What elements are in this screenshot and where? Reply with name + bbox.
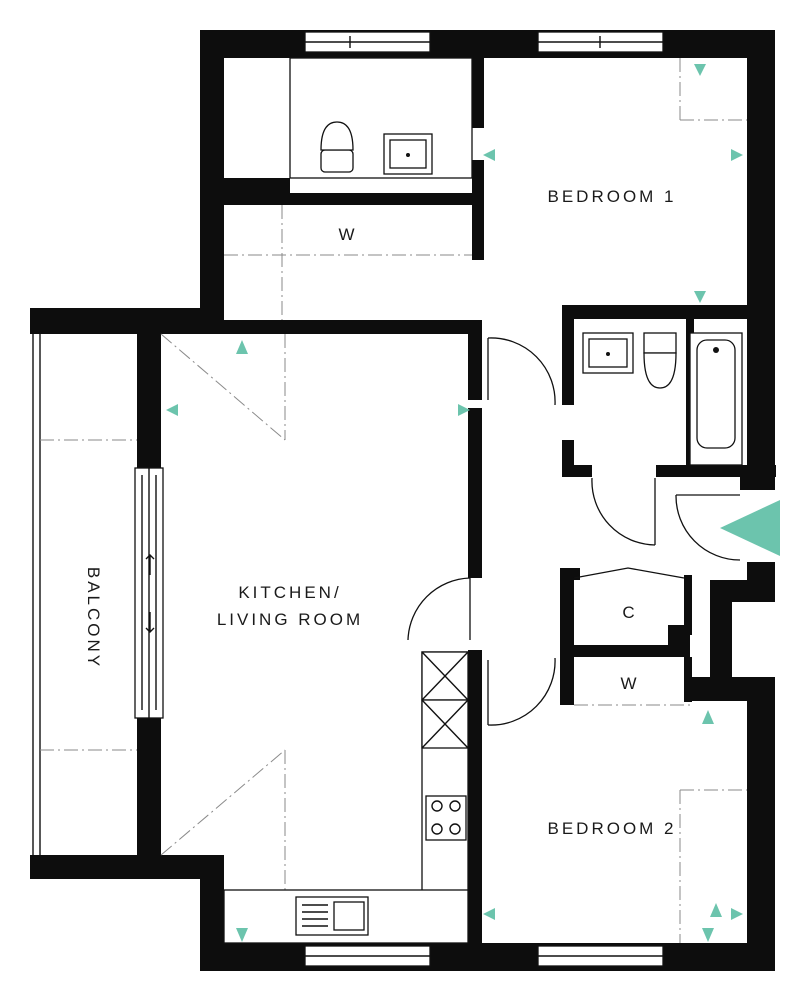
toilet-icon bbox=[320, 121, 354, 173]
ensuite-basin-icon bbox=[582, 332, 634, 374]
balcony-area bbox=[32, 334, 137, 855]
label-bedroom-1: BEDROOM 1 bbox=[547, 187, 676, 206]
label-balcony: BALCONY bbox=[84, 567, 103, 669]
label-wardrobe-bottom: W bbox=[620, 674, 639, 693]
label-kitchen-line1: KITCHEN/ bbox=[238, 583, 341, 602]
kitchen-units bbox=[223, 651, 469, 944]
label-wardrobe-top: W bbox=[338, 225, 357, 244]
room-labels: BEDROOM 1 BEDROOM 2 KITCHEN/ LIVING ROOM… bbox=[84, 187, 676, 838]
sink-icon bbox=[295, 896, 369, 936]
hob-icon bbox=[425, 795, 467, 841]
bathroom-fixtures bbox=[289, 57, 743, 466]
walls bbox=[30, 30, 776, 971]
windows bbox=[134, 31, 664, 967]
label-kitchen-line2: LIVING ROOM bbox=[217, 610, 363, 629]
bath-icon bbox=[689, 332, 743, 466]
basin-icon bbox=[383, 133, 433, 175]
ensuite-toilet-icon bbox=[643, 332, 677, 389]
entrance-arrow-icon bbox=[720, 500, 780, 556]
label-bedroom-2: BEDROOM 2 bbox=[547, 819, 676, 838]
dimension-markers bbox=[166, 64, 780, 942]
label-cupboard: C bbox=[622, 603, 637, 622]
